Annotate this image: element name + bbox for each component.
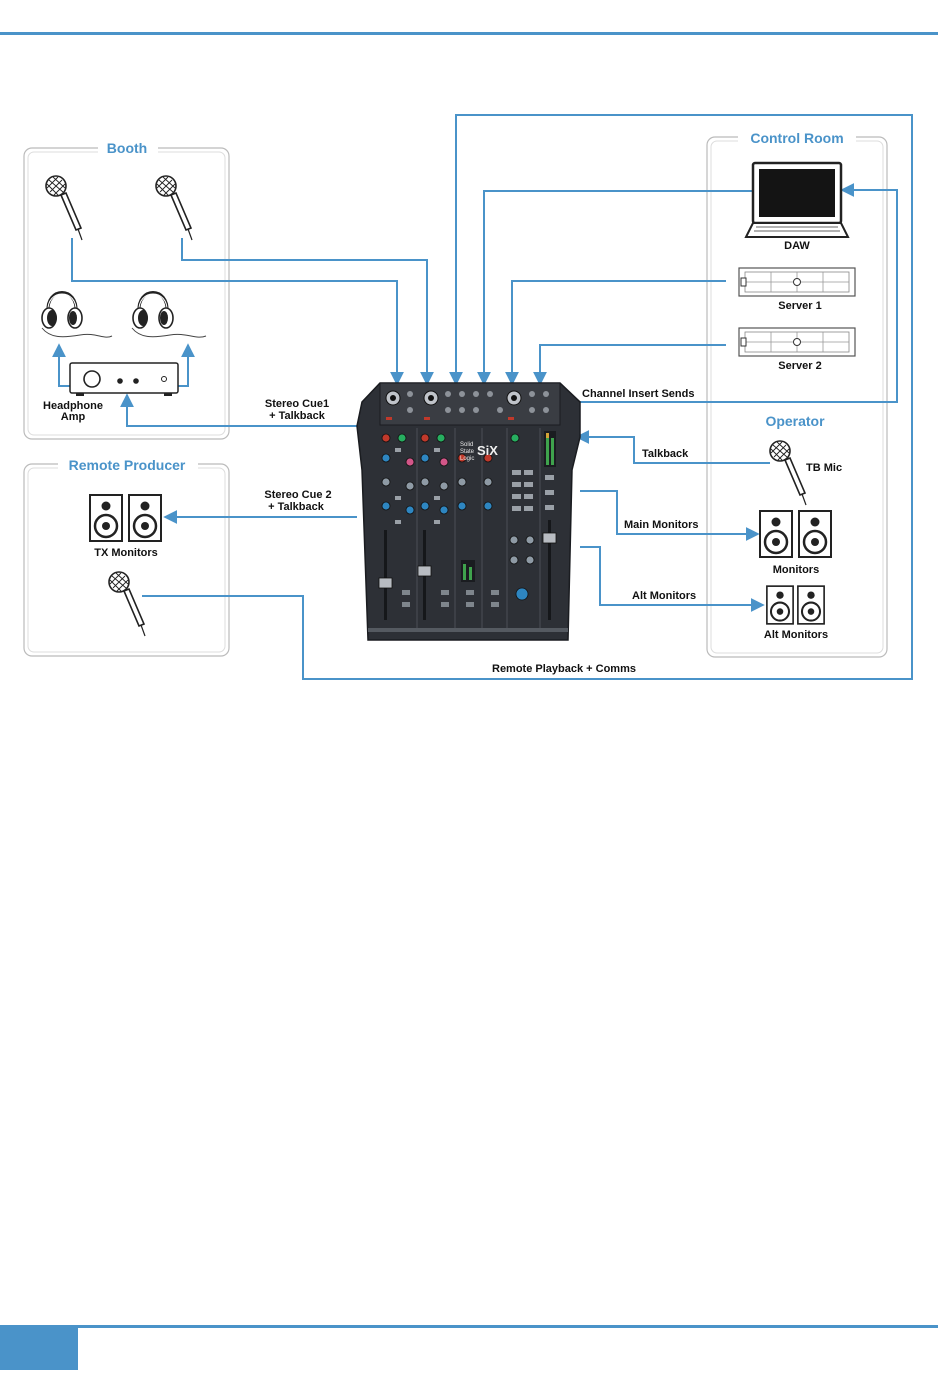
speaker-icon bbox=[90, 495, 122, 541]
headphones-icon bbox=[42, 293, 82, 329]
booth-title: Booth bbox=[107, 140, 147, 156]
rack-server-icon bbox=[739, 328, 855, 356]
bottom-rule bbox=[0, 1325, 938, 1328]
headphones-icon bbox=[133, 293, 173, 329]
microphone-icon bbox=[156, 176, 192, 240]
stereo-cue2-label-1: Stereo Cue 2 bbox=[264, 489, 331, 501]
microphone-icon bbox=[770, 441, 806, 505]
alt-monitors-device-label: Alt Monitors bbox=[764, 629, 828, 641]
tb-mic-label: TB Mic bbox=[806, 462, 842, 474]
remote-playback-label: Remote Playback + Comms bbox=[492, 663, 636, 675]
stereo-cue1-label-2: + Talkback bbox=[269, 410, 326, 422]
daw-label: DAW bbox=[784, 240, 810, 252]
microphone-icon bbox=[46, 176, 82, 240]
speaker-icon bbox=[760, 511, 792, 557]
control-room-title: Control Room bbox=[750, 130, 843, 146]
speaker-icon bbox=[799, 511, 831, 557]
remote-producer-title: Remote Producer bbox=[69, 457, 186, 473]
headphone-amp-label-2: Amp bbox=[61, 411, 86, 423]
speaker-icon bbox=[129, 495, 161, 541]
console-brand-line1: Solid bbox=[460, 442, 473, 448]
console-brand-line2: State bbox=[460, 449, 475, 455]
speaker-icon bbox=[798, 586, 824, 624]
speaker-icon bbox=[767, 586, 793, 624]
server1-label: Server 1 bbox=[778, 300, 821, 312]
server2-label: Server 2 bbox=[778, 360, 821, 372]
laptop-icon bbox=[746, 163, 848, 237]
alt-monitors-label: Alt Monitors bbox=[632, 590, 696, 602]
rack-server-icon bbox=[739, 268, 855, 296]
channel-insert-sends-label: Channel Insert Sends bbox=[582, 388, 694, 400]
tx-monitors-label: TX Monitors bbox=[94, 547, 158, 559]
microphone-icon bbox=[109, 572, 145, 636]
headphone-amp-icon bbox=[70, 363, 178, 396]
page-tab bbox=[0, 1328, 78, 1370]
console-model: SiX bbox=[477, 443, 498, 458]
mixing-console: Solid State Logic SiX bbox=[357, 383, 580, 640]
talkback-label: Talkback bbox=[642, 448, 689, 460]
stereo-cue2-label-2: + Talkback bbox=[268, 501, 325, 513]
console-brand-line3: Logic bbox=[460, 456, 474, 462]
main-monitors-label: Main Monitors bbox=[624, 519, 699, 531]
monitors-label: Monitors bbox=[773, 564, 819, 576]
stereo-cue1-label-1: Stereo Cue1 bbox=[265, 398, 329, 410]
operator-title: Operator bbox=[765, 413, 825, 429]
